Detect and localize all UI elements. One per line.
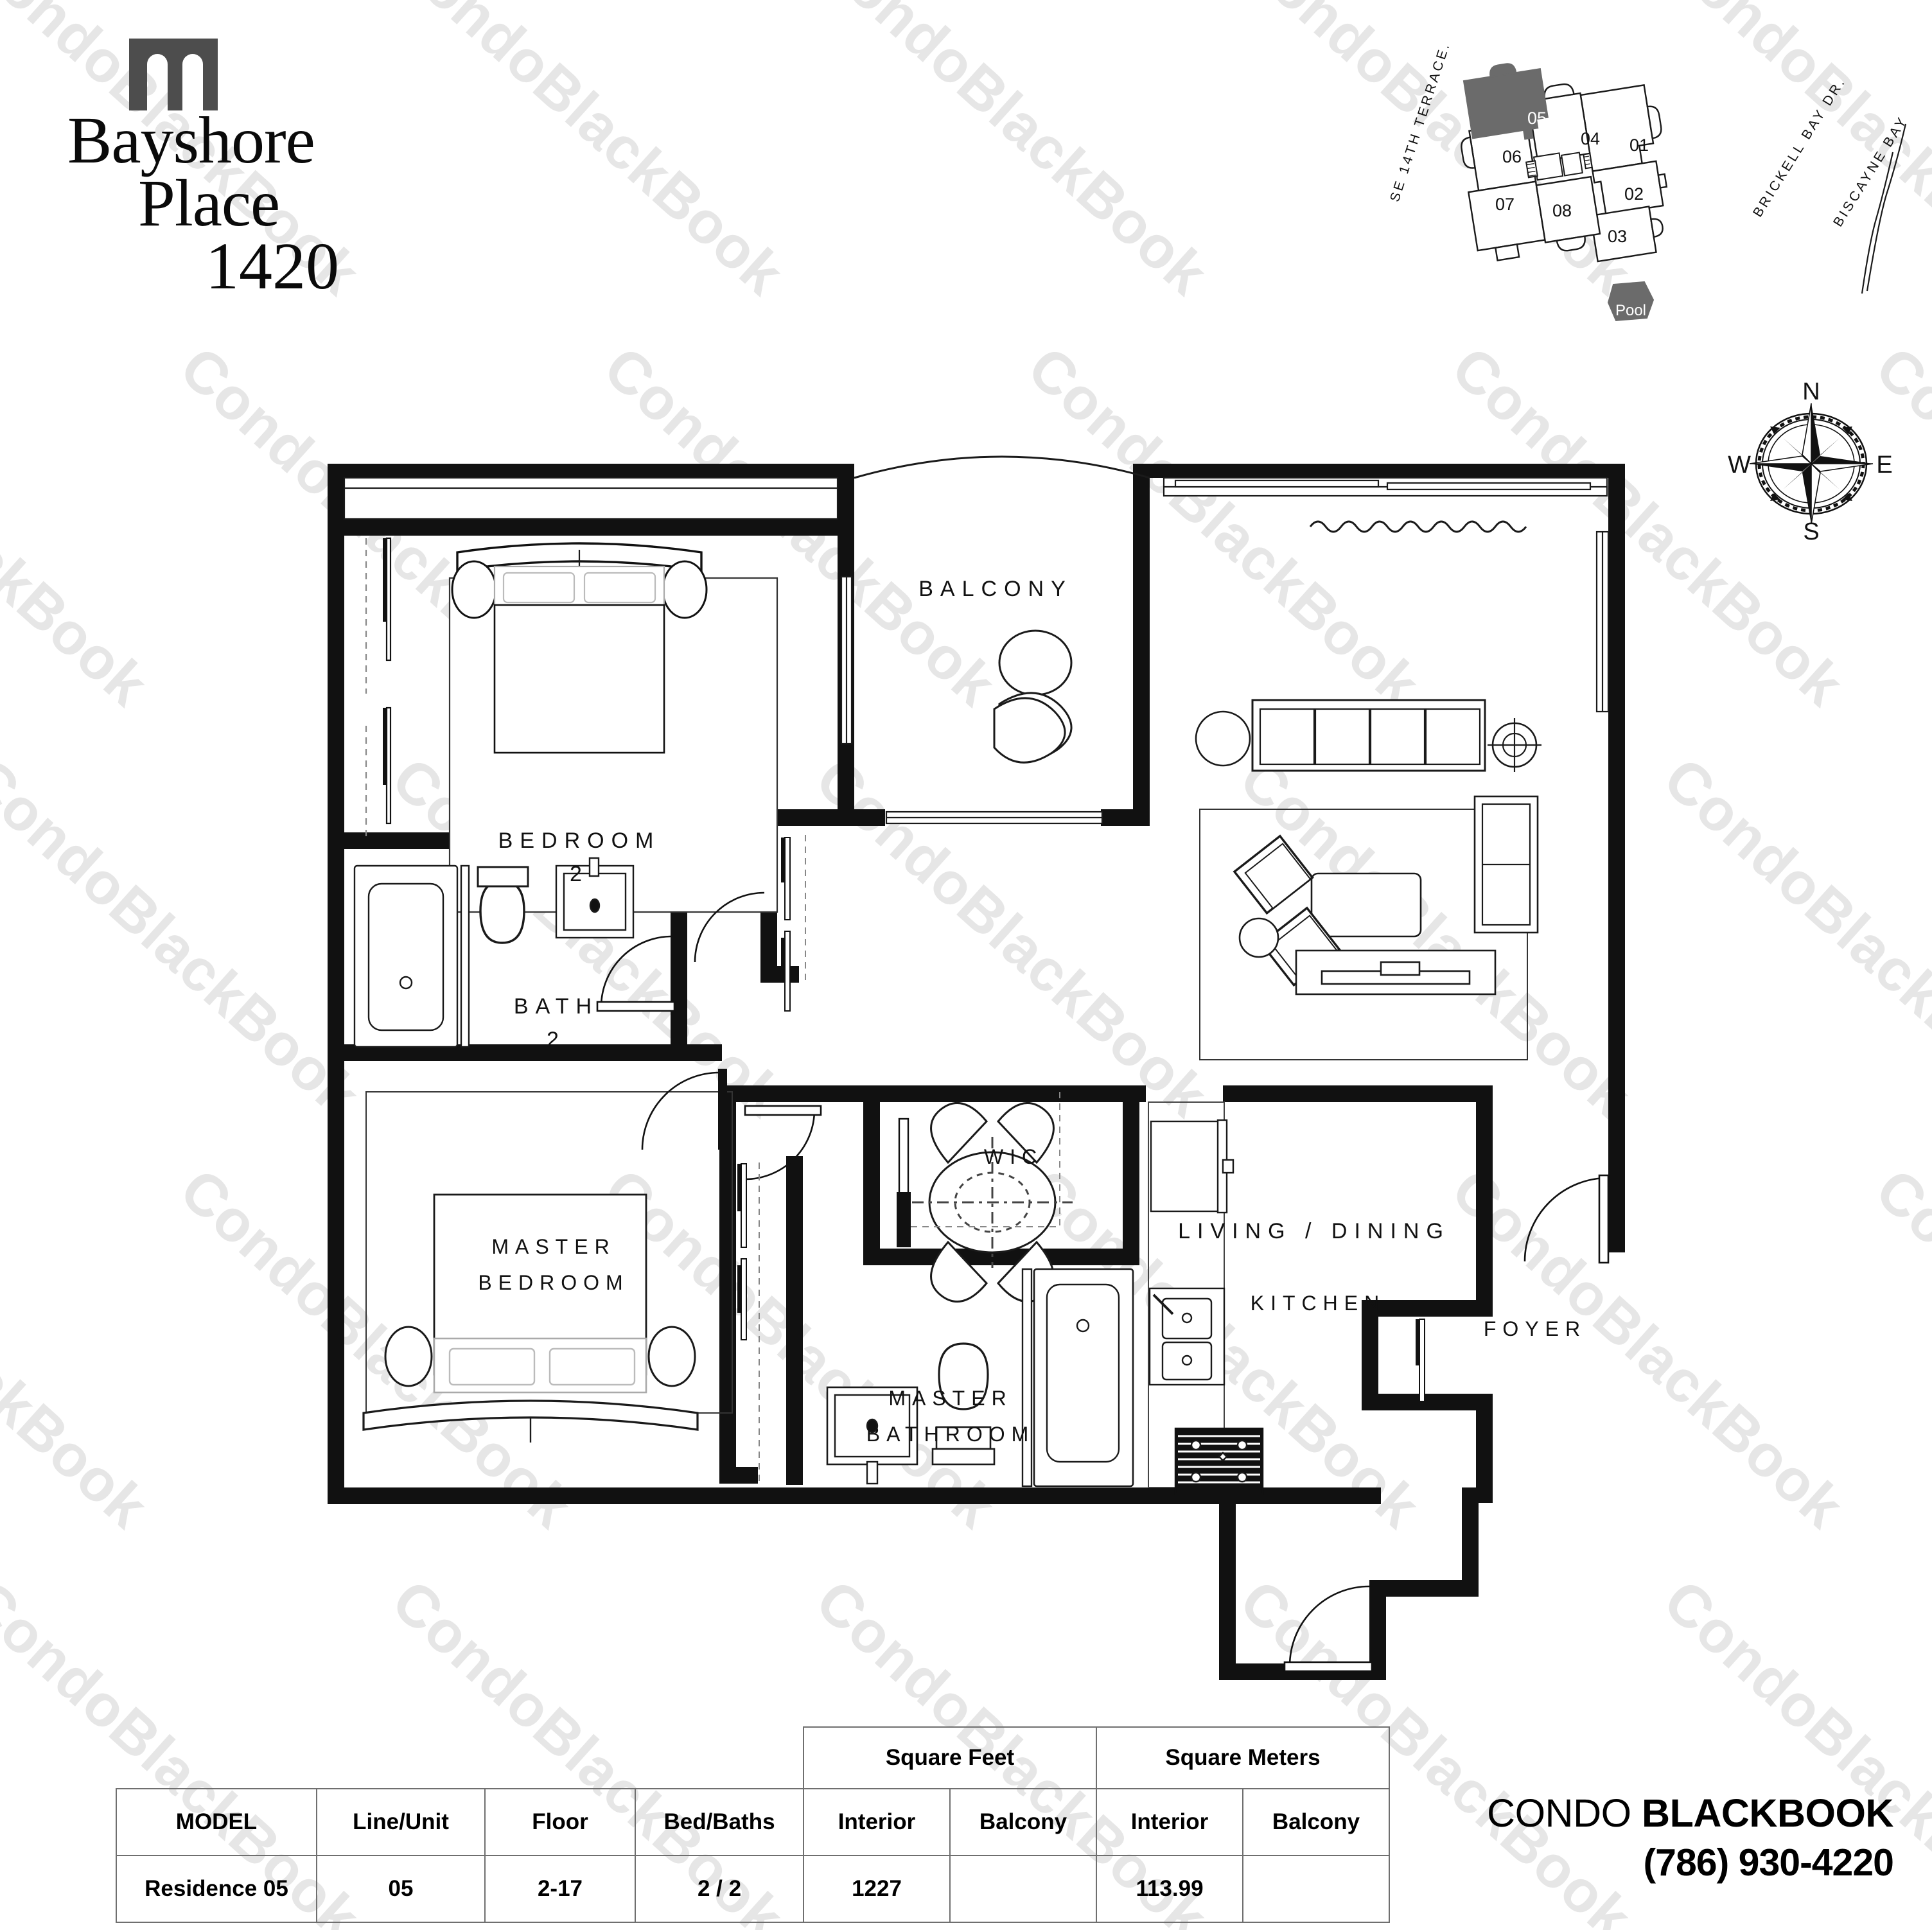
cell-model: Residence 05	[116, 1855, 317, 1923]
room-label-master-bedroom-1: MASTER	[491, 1235, 615, 1258]
keyplan-label-03: 03	[1608, 227, 1627, 246]
col-header-sm-balcony: Balcony	[1242, 1788, 1390, 1856]
group-header-square-meters: Square Meters	[1096, 1726, 1390, 1789]
room-label-foyer: FOYER	[1484, 1317, 1586, 1340]
brand-name-light: CONDO	[1487, 1791, 1642, 1835]
compass-east: E	[1876, 452, 1892, 478]
living-room-furniture	[1195, 699, 1541, 1060]
compass-north: N	[1802, 379, 1820, 405]
spacer-cell	[635, 1727, 804, 1789]
col-header-line-unit: Line/Unit	[316, 1788, 486, 1856]
table-row: Residence 05 05 2-17 2 / 2 1227 113.99	[116, 1855, 1390, 1923]
logo-line-2: Place	[138, 166, 280, 240]
col-header-model: MODEL	[116, 1788, 317, 1856]
shoreline-icon	[1861, 123, 1907, 294]
wic-shelving	[909, 1092, 1060, 1227]
room-label-wic: WIC	[984, 1145, 1043, 1168]
window-group	[343, 477, 1610, 825]
specification-table: Square Feet Square Meters MODEL Line/Uni…	[116, 1726, 1390, 1923]
keyplan-label-05: 05	[1527, 109, 1547, 128]
cell-bed-baths: 2 / 2	[635, 1855, 804, 1923]
spacer-cell	[485, 1727, 635, 1789]
curtain-icon	[1309, 520, 1527, 533]
brand-name-bold: BLACKBOOK	[1642, 1791, 1893, 1835]
room-label-master-bedroom-2: BEDROOM	[478, 1271, 629, 1294]
room-label-bath2: BATH	[514, 994, 599, 1019]
cell-sf-interior: 1227	[803, 1855, 951, 1923]
watermark-text: CondoBlackBook	[804, 0, 1220, 308]
keyplan-label-04: 04	[1581, 129, 1600, 148]
condo-blackbook-branding: CONDO BLACKBOOK (786) 930-4220	[1487, 1791, 1894, 1884]
brand-phone: (786) 930-4220	[1643, 1841, 1894, 1884]
cell-sm-balcony	[1242, 1855, 1390, 1923]
floor-plan-drawing: BEDROOM 2 BATH 2 BALCONY LIVING / DINING…	[0, 424, 1932, 1715]
keyplan-label-02: 02	[1624, 184, 1644, 204]
keyplan-label-07: 07	[1495, 195, 1515, 214]
keyplan-pool-label: Pool	[1615, 302, 1646, 319]
keyplan-label-01: 01	[1629, 136, 1649, 155]
room-label-master-bathroom-2: BATHROOM	[866, 1423, 1035, 1446]
room-label-living-dining: LIVING / DINING	[1178, 1219, 1450, 1243]
bath2-fixtures	[353, 857, 635, 1048]
room-label-kitchen: KITCHEN	[1251, 1292, 1385, 1315]
col-header-floor: Floor	[484, 1788, 636, 1856]
logo-line-3: 1420	[206, 229, 339, 303]
master-bathroom-fixtures	[826, 1268, 1134, 1487]
cell-line-unit: 05	[316, 1855, 486, 1923]
keyplan-unit-05-highlight	[1462, 68, 1549, 140]
keyplan-label-06: 06	[1502, 147, 1522, 166]
label-se-14th-terrace: SE 14TH TERRACE.	[1387, 39, 1453, 204]
cell-sf-balcony	[949, 1855, 1097, 1923]
compass-south: S	[1803, 518, 1819, 545]
group-header-square-feet: Square Feet	[803, 1726, 1097, 1789]
watermark-text: CondoBlackBook	[380, 0, 796, 308]
compass-rose: N S W E	[1728, 378, 1895, 546]
spacer-cell	[116, 1727, 317, 1789]
keyplan-label-08: 08	[1552, 201, 1572, 220]
spacer-cell	[317, 1727, 485, 1789]
balcony-curved-railing	[854, 455, 1150, 479]
room-label-bedroom2-num: 2	[570, 862, 589, 886]
room-label-bedroom2: BEDROOM	[498, 829, 661, 853]
col-header-sm-interior: Interior	[1096, 1788, 1243, 1856]
keyplan-unit-08	[1535, 175, 1601, 243]
kitchen-fixtures	[1148, 1101, 1264, 1495]
room-label-master-bathroom-1: MASTER	[888, 1387, 1012, 1410]
building-key-plan: 05 04 01 06 02 07 08 03 Pool	[1432, 61, 1702, 331]
room-label-bath2-num: 2	[547, 1028, 566, 1052]
logo-line-1: Bayshore	[67, 103, 315, 177]
colonnade-arcade-icon	[125, 39, 222, 110]
balcony-furniture	[993, 629, 1073, 764]
context-labels: SE 14TH TERRACE. BRICKELL BAY DR. BISCAY…	[1381, 40, 1932, 411]
col-header-sf-balcony: Balcony	[949, 1788, 1097, 1856]
bedroom2-furniture	[365, 537, 778, 913]
master-bedroom-furniture	[362, 1091, 733, 1443]
room-label-balcony: BALCONY	[918, 577, 1073, 601]
col-header-bed-baths: Bed/Baths	[635, 1788, 804, 1856]
keyplan-pool: Pool	[1607, 281, 1655, 322]
label-brickell-bay-dr: BRICKELL BAY DR.	[1750, 74, 1849, 220]
building-logo: Bayshore Place 1420	[67, 39, 339, 303]
compass-west: W	[1728, 452, 1751, 478]
cell-floor: 2-17	[484, 1855, 636, 1923]
col-header-sf-interior: Interior	[803, 1788, 951, 1856]
cell-sm-interior: 113.99	[1096, 1855, 1243, 1923]
